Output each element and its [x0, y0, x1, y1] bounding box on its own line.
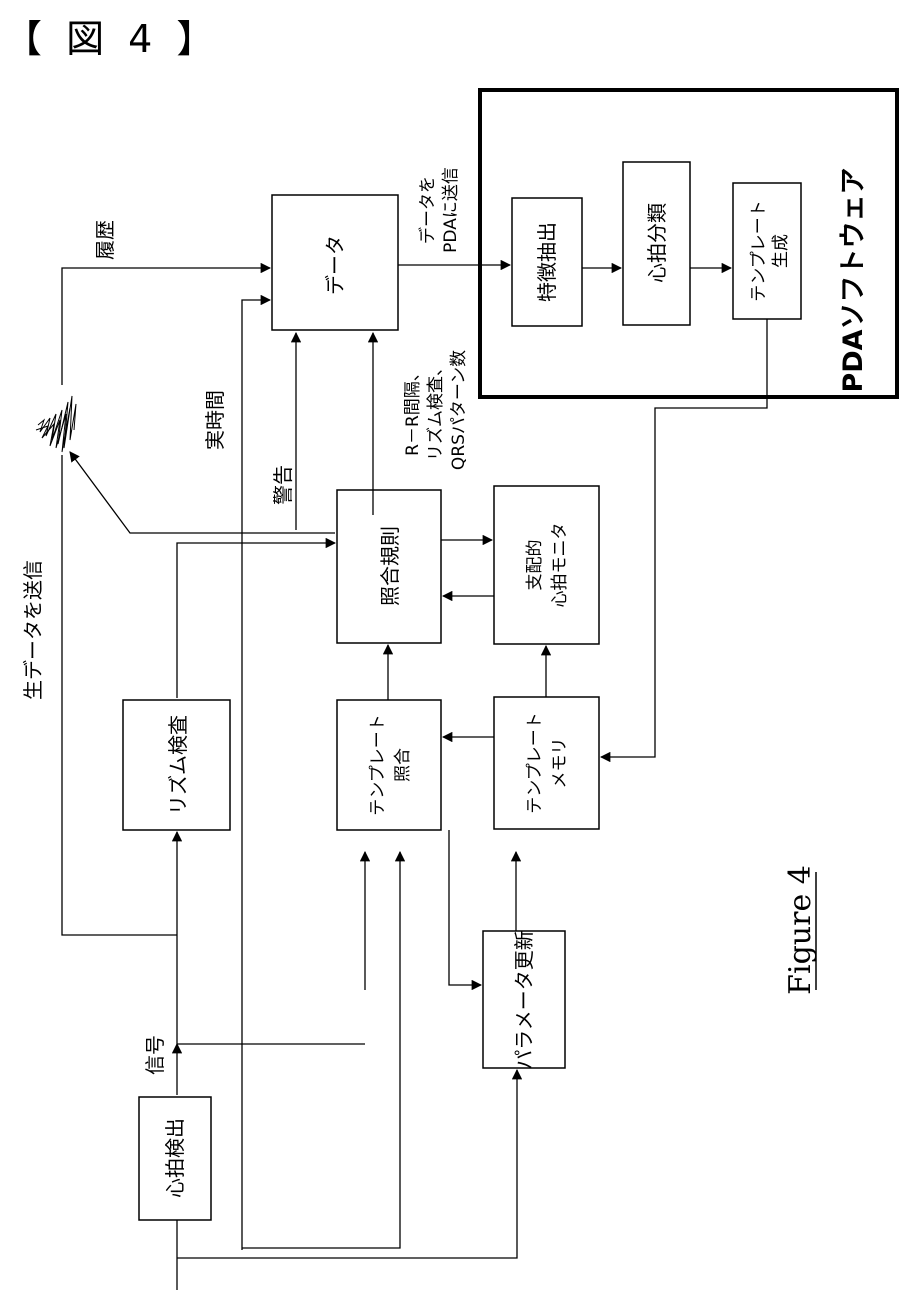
parameter-update-label: パラメータ更新 — [512, 930, 536, 1069]
send-to-pda-label-2: PDAに送信 — [441, 167, 461, 253]
matching-rules-label: 照合規則 — [378, 526, 402, 606]
template-match-label-1: テンプレート — [368, 714, 388, 816]
template-memory-label-1: テンプレート — [525, 712, 545, 814]
figure-caption: Figure 4 — [783, 865, 818, 995]
history-label: 履歴 — [93, 220, 117, 260]
raw-data-send-line — [62, 455, 177, 935]
template-match-label-2: 照合 — [393, 748, 413, 782]
signal-label: 信号 — [143, 1035, 167, 1075]
arrow-template-gen-to-memory — [601, 319, 767, 757]
data-block-label: データ — [323, 235, 347, 295]
send-metrics-label-2: リズム検査、 — [426, 359, 446, 461]
beat-detection-label: 心拍検出 — [163, 1118, 187, 1198]
rhythm-check-label: リズム検査 — [166, 715, 190, 815]
raw-data-waveform-icon — [36, 396, 76, 452]
beat-classification-label: 心拍分類 — [645, 203, 669, 283]
send-metrics-label-3: QRSパターン数 — [449, 350, 469, 470]
feature-extraction-label: 特徴抽出 — [535, 222, 559, 302]
pda-software-label: PDAソフトウェア — [838, 167, 869, 392]
dominant-beat-monitor-label-2: 心拍モニタ — [550, 523, 570, 608]
bottom-feed-to-template — [242, 852, 400, 1248]
send-raw-data-label: 生データを送信 — [21, 560, 45, 700]
alert-label: 警告 — [271, 465, 295, 505]
dominant-beat-monitor-block — [494, 486, 599, 644]
arrow-history-to-data — [62, 268, 270, 385]
template-memory-block — [494, 697, 599, 829]
arrow-realtime-to-data — [242, 300, 270, 1250]
arrow-template-match-to-param — [449, 830, 481, 985]
template-generation-label-1: テンプレート — [749, 200, 769, 302]
arrow-matching-rules-to-raw — [70, 452, 335, 533]
send-metrics-label-1: R－R間隔、 — [403, 364, 423, 456]
send-to-pda-label-1: データを — [417, 176, 438, 244]
template-memory-label-2: メモリ — [550, 738, 570, 789]
bottom-feed-to-param — [177, 1070, 517, 1258]
dominant-beat-monitor-label-1: 支配的 — [525, 540, 545, 591]
arrow-rhythm-to-matching — [177, 543, 335, 698]
realtime-label: 実時間 — [203, 390, 227, 450]
template-generation-label-2: 生成 — [771, 234, 791, 268]
template-match-block — [337, 700, 441, 830]
